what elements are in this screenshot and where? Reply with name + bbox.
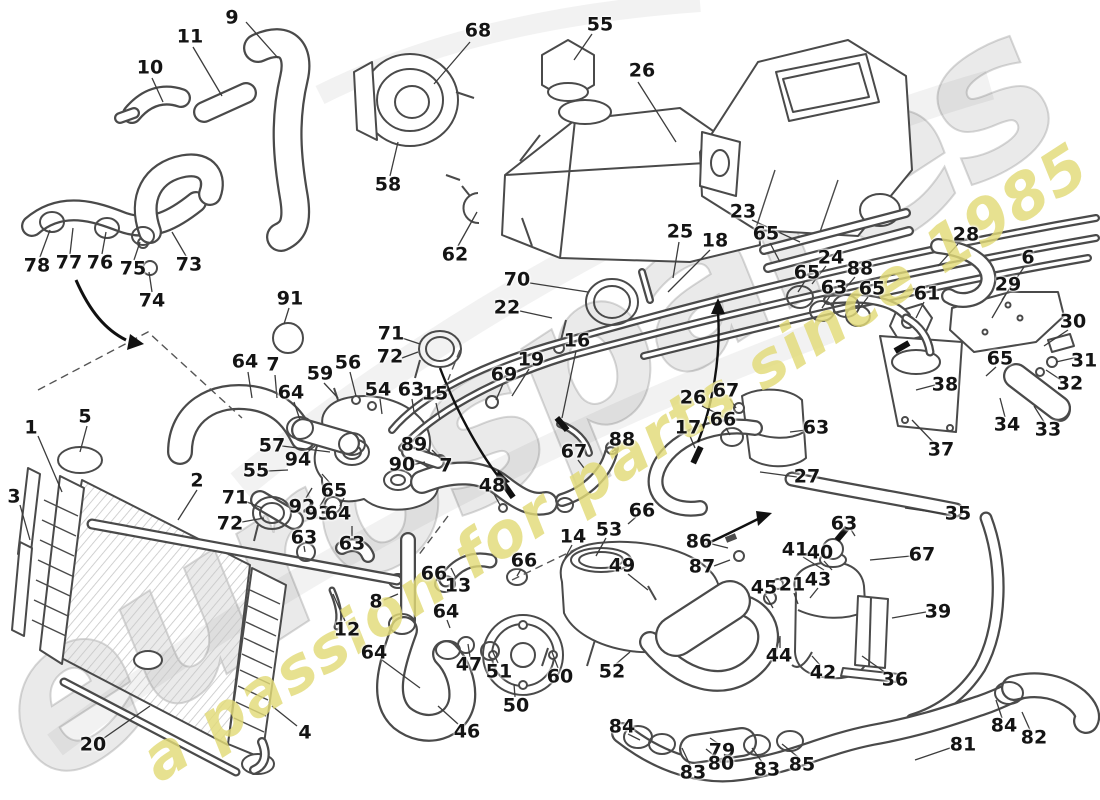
flow-arrows <box>74 279 911 548</box>
water-pump <box>482 540 722 696</box>
air-pump <box>353 53 475 147</box>
component-shapes <box>11 39 1075 775</box>
heater-unit <box>699 39 913 237</box>
dashed-guides <box>37 331 579 581</box>
mid-tank <box>733 388 807 468</box>
overflow-bottle <box>763 538 899 683</box>
hoses-and-pipes <box>21 28 1100 783</box>
callout-leader-lines <box>19 21 1079 766</box>
clamps-and-orings <box>39 211 1024 756</box>
